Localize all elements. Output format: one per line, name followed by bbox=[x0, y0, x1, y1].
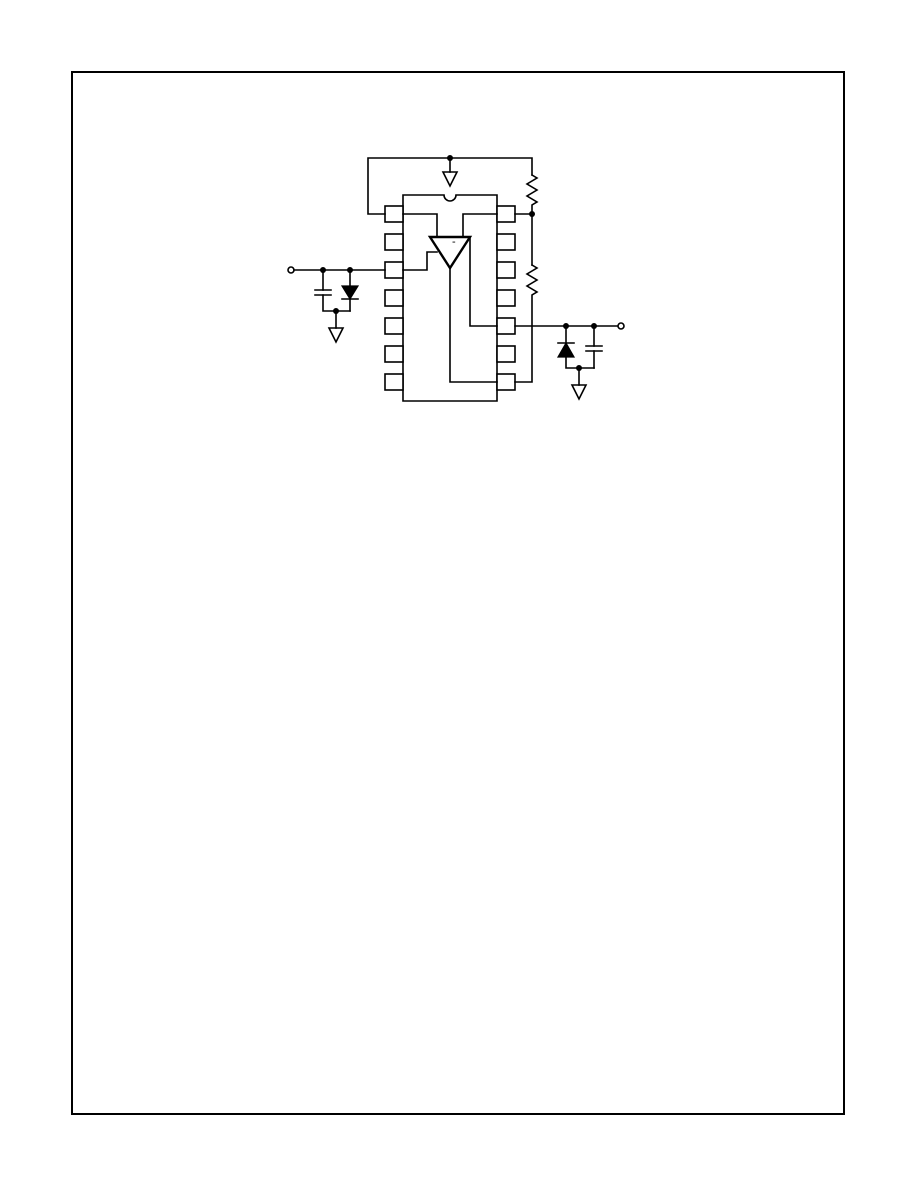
diode-output bbox=[556, 341, 576, 358]
ic-pin-12 bbox=[496, 261, 516, 279]
ic-pin-3 bbox=[384, 261, 404, 279]
ic-pin-2 bbox=[384, 233, 404, 251]
ic-pin-5 bbox=[384, 317, 404, 335]
ground-symbol-input bbox=[327, 327, 345, 344]
ic-pin-10 bbox=[496, 317, 516, 335]
ic-pin-7 bbox=[384, 373, 404, 391]
resistor-bottom bbox=[514, 263, 539, 383]
ic-pin-14 bbox=[496, 205, 516, 223]
top-network bbox=[367, 155, 533, 215]
ic-package bbox=[402, 194, 498, 402]
opamp-minus-label: - bbox=[452, 236, 456, 248]
ic-pin-1 bbox=[384, 205, 404, 223]
output-network bbox=[514, 322, 625, 401]
opamp: - bbox=[427, 235, 473, 271]
ic-pin-9 bbox=[496, 345, 516, 363]
ic-pin-11 bbox=[496, 289, 516, 307]
diode-input bbox=[340, 285, 360, 301]
ground-symbol-top bbox=[441, 171, 459, 188]
page-border bbox=[71, 71, 845, 1115]
resistor-divider bbox=[514, 173, 539, 383]
ic-right-pins bbox=[496, 205, 516, 391]
resistor-top bbox=[525, 173, 539, 215]
ic-pin-6 bbox=[384, 345, 404, 363]
input-terminal bbox=[287, 266, 295, 274]
output-terminal bbox=[617, 322, 625, 330]
input-network bbox=[287, 266, 386, 344]
ic-left-pins bbox=[384, 205, 404, 391]
ic-pin-8 bbox=[496, 373, 516, 391]
internal-wiring bbox=[402, 213, 498, 383]
ic-pin-13 bbox=[496, 233, 516, 251]
ground-symbol-output bbox=[570, 384, 588, 401]
ic-pin-4 bbox=[384, 289, 404, 307]
